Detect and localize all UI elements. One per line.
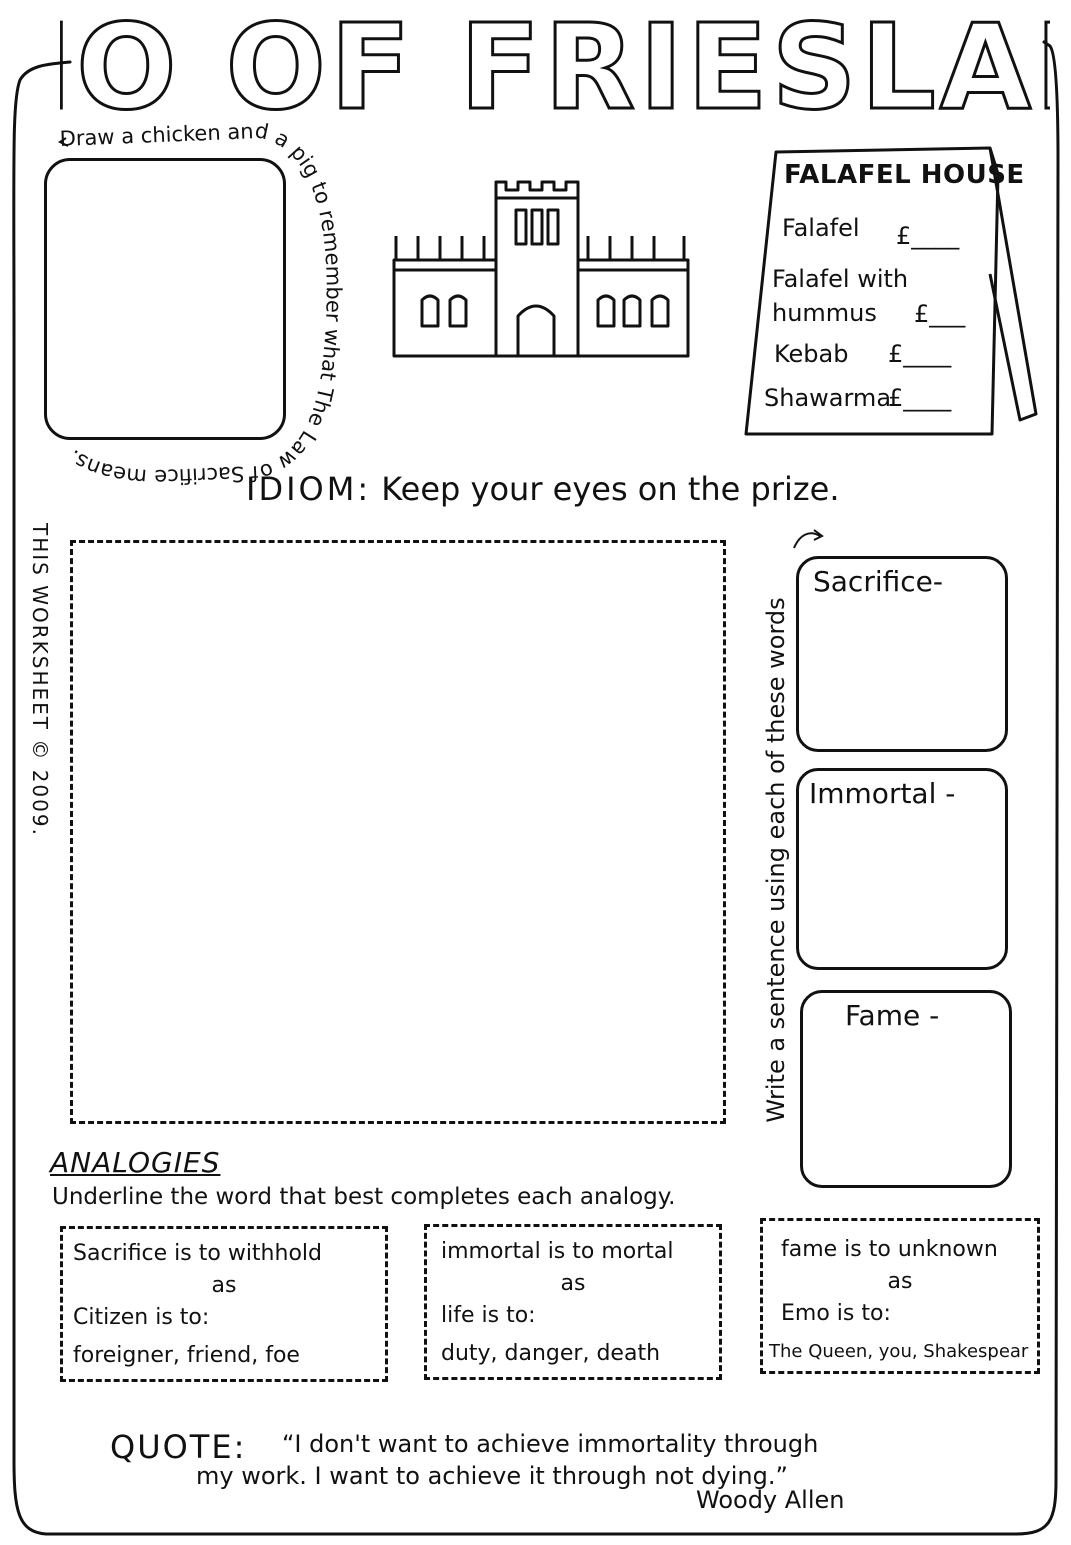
price-field[interactable]: £____ (888, 340, 952, 368)
menu-item: Shawarma (764, 384, 892, 412)
quote-line: my work. I want to achieve it through no… (196, 1462, 788, 1490)
price-field[interactable]: £____ (888, 384, 952, 412)
analogy-as: as (560, 1271, 586, 1296)
title-text: EMO OF FRIESLAND (60, 0, 1050, 130)
vocab-box-immortal[interactable]: Immortal - (796, 768, 1008, 970)
vocab-label: Sacrifice- (813, 565, 943, 598)
analogy-line: immortal is to mortal (441, 1239, 674, 1264)
drawing-box[interactable] (44, 158, 286, 440)
vocab-instruction: Write a sentence using each of these wor… (762, 597, 790, 1123)
idiom: IDIOM: Keep your eyes on the prize. (246, 470, 840, 508)
analogy-options[interactable]: foreigner, friend, foe (73, 1343, 300, 1368)
vocab-box-fame[interactable]: Fame - (800, 990, 1012, 1188)
vocab-label: Immortal - (809, 777, 956, 810)
analogy-box[interactable]: Sacrifice is to withhold as Citizen is t… (60, 1226, 388, 1382)
draw-prompt-text: Draw a chicken and a pig to remember wha… (59, 120, 346, 489)
menu-item: Falafel (782, 214, 860, 242)
quote-line: “I don't want to achieve immortality thr… (282, 1430, 819, 1458)
menu-item: Kebab (774, 340, 849, 368)
idiom-drawing-area[interactable] (70, 540, 726, 1124)
analogy-as: as (887, 1269, 913, 1294)
sign-title: FALAFEL HOUSE (784, 160, 1025, 190)
quote-author: Woody Allen (696, 1486, 845, 1514)
castle-icon (392, 180, 690, 358)
copyright-text: THIS WORKSHEET © 2009. (28, 523, 52, 837)
arrow-icon (793, 529, 824, 549)
analogy-box[interactable]: fame is to unknown as Emo is to: The Que… (760, 1218, 1040, 1374)
analogies-instruction: Underline the word that best completes e… (52, 1184, 676, 1210)
quote-label: QUOTE: (110, 1428, 247, 1466)
page-frame (12, 40, 1060, 1536)
analogy-line: Citizen is to: (73, 1305, 210, 1330)
analogies-title: ANALOGIES (50, 1146, 221, 1179)
vocab-box-sacrifice[interactable]: Sacrifice- (796, 556, 1008, 752)
vocab-label: Fame - (845, 999, 940, 1032)
menu-sign (744, 146, 1038, 436)
analogy-box[interactable]: immortal is to mortal as life is to: dut… (424, 1224, 722, 1380)
menu-item: Falafel with hummus (772, 265, 909, 327)
price-field[interactable]: £___ (914, 300, 966, 328)
analogy-options[interactable]: duty, danger, death (441, 1341, 661, 1366)
idiom-text: Keep your eyes on the prize. (381, 470, 840, 508)
draw-prompt: Draw a chicken and a pig to remember wha… (58, 120, 346, 489)
idiom-label: IDIOM: (246, 470, 372, 508)
analogy-options[interactable]: The Queen, you, Shakespear (769, 1341, 1029, 1362)
analogy-line: fame is to unknown (781, 1237, 998, 1262)
price-field[interactable]: £____ (896, 222, 960, 250)
analogy-line: life is to: (441, 1303, 536, 1328)
analogy-as: as (211, 1273, 237, 1298)
analogy-line: Emo is to: (781, 1301, 891, 1326)
worksheet-title: EMO OF FRIESLAND (60, 0, 1050, 130)
analogy-line: Sacrifice is to withhold (73, 1241, 322, 1266)
